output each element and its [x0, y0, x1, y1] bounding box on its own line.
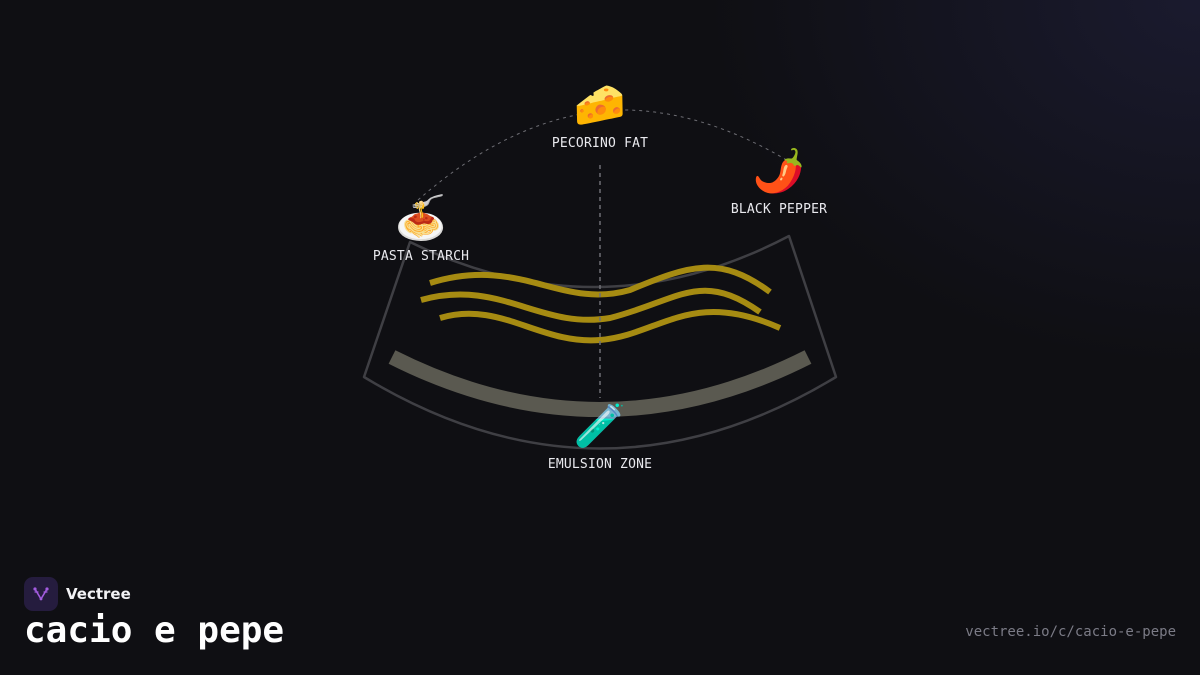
test-tube-icon: 🧪	[573, 404, 627, 450]
noodle-strand	[420, 287, 762, 323]
tree-branch-icon	[33, 587, 49, 601]
brand: Vectree	[24, 577, 131, 611]
cheese-icon: 🧀	[573, 83, 627, 129]
node-pecorino-fat: 🧀 PECORINO FAT	[552, 80, 648, 151]
source-url[interactable]: vectree.io/c/cacio-e-pepe	[965, 624, 1176, 640]
node-label: PECORINO FAT	[551, 136, 649, 151]
node-label: PASTA STARCH	[372, 249, 470, 264]
node-black-pepper: 🌶️ BLACK PEPPER	[731, 146, 827, 217]
chili-pepper-icon: 🌶️	[752, 149, 806, 195]
node-label: EMULSION ZONE	[547, 457, 653, 472]
page-title: cacio e pepe	[24, 610, 285, 651]
noodle-strand	[429, 264, 772, 298]
ingredient-arc-connector	[417, 109, 791, 201]
spaghetti-icon: 🍝	[394, 196, 448, 242]
node-pasta-starch: 🍝 PASTA STARCH	[373, 193, 469, 264]
noodle-strand	[439, 309, 782, 344]
brand-name: Vectree	[66, 585, 131, 603]
node-label: BLACK PEPPER	[730, 202, 828, 217]
vectree-logo-icon	[24, 577, 58, 611]
sauce-pool	[388, 350, 812, 417]
node-emulsion-zone: 🧪 EMULSION ZONE	[548, 401, 652, 472]
